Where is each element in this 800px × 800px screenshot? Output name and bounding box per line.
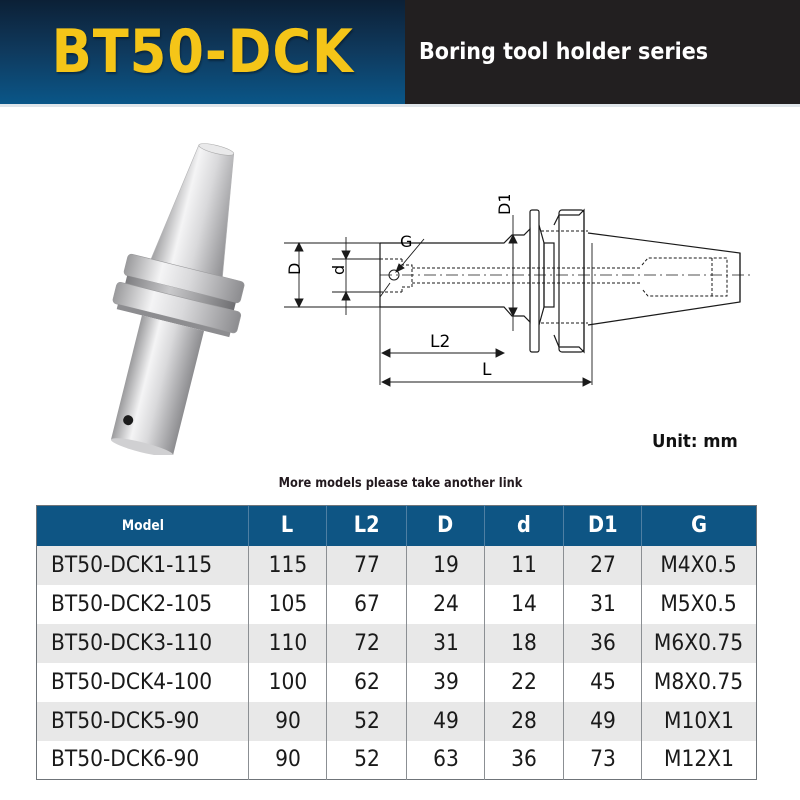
dimension-label-G: G [400,232,412,251]
tool-holder-render-image [110,143,245,455]
cell-L2: 62 [326,662,407,702]
cell-L2: 67 [326,584,407,624]
cell-D1: 49 [563,701,642,741]
cell-L: 115 [248,545,327,585]
cell-G: M10X1 [641,701,757,741]
table-header-row: Model L L2 D d D1 G [36,505,757,546]
table-row: BT50-DCK2-105 105 67 24 14 31 M5X0.5 [36,584,757,624]
column-header-L: L [248,505,327,546]
banner-divider [0,104,800,107]
dimension-label-D: D [285,263,304,275]
cell-D1: 36 [563,623,642,663]
cell-D1: 27 [563,545,642,585]
cell-L: 90 [248,701,327,741]
cell-D1: 73 [563,740,642,780]
cell-D1: 31 [563,584,642,624]
table-row: BT50-DCK3-110 110 72 31 18 36 M6X0.75 [36,623,757,663]
technical-dimension-drawing: D d G L2 L D1 [284,195,750,387]
column-header-D: D [406,505,485,546]
cell-L2: 72 [326,623,407,663]
cell-model: BT50-DCK6-90 [36,740,249,780]
cell-d: 22 [484,662,564,702]
banner-title-panel: BT50-DCK [0,0,405,104]
more-models-note: More models please take another link [0,476,800,491]
table-row: BT50-DCK5-90 90 52 49 28 49 M10X1 [36,701,757,741]
table-row: BT50-DCK4-100 100 62 39 22 45 M8X0.75 [36,662,757,702]
more-models-note-text: More models please take another link [278,476,522,491]
column-header-G: G [641,505,757,546]
column-header-D1: D1 [563,505,642,546]
banner-subtitle-panel: Boring tool holder series [405,0,800,104]
cell-L: 105 [248,584,327,624]
dimension-label-L2: L2 [430,332,450,352]
cell-model: BT50-DCK3-110 [36,623,249,663]
cell-L: 110 [248,623,327,663]
column-header-model: Model [36,505,249,546]
cell-model: BT50-DCK5-90 [36,701,249,741]
cell-D1: 45 [563,662,642,702]
cell-model: BT50-DCK4-100 [36,662,249,702]
table-row: BT50-DCK6-90 90 52 63 36 73 M12X1 [36,740,757,780]
table-row: BT50-DCK1-115 115 77 19 11 27 M4X0.5 [36,545,757,585]
cell-G: M8X0.75 [641,662,757,702]
cell-D: 49 [406,701,485,741]
dimension-label-L: L [482,360,492,380]
header-banner: BT50-DCK Boring tool holder series [0,0,800,104]
cell-model: BT50-DCK2-105 [36,584,249,624]
dimension-label-D1: D1 [495,195,514,215]
cell-G: M4X0.5 [641,545,757,585]
cell-G: M5X0.5 [641,584,757,624]
cell-L2: 52 [326,740,407,780]
cell-G: M6X0.75 [641,623,757,663]
cell-L2: 52 [326,701,407,741]
product-series-subtitle: Boring tool holder series [419,39,709,65]
cell-D: 24 [406,584,485,624]
cell-model: BT50-DCK1-115 [36,545,249,585]
cell-d: 28 [484,701,564,741]
cell-d: 36 [484,740,564,780]
cell-d: 14 [484,584,564,624]
cell-G: M12X1 [641,740,757,780]
cell-D: 63 [406,740,485,780]
cell-L: 90 [248,740,327,780]
column-header-d: d [484,505,564,546]
cell-d: 18 [484,623,564,663]
dimension-label-d: d [329,265,348,275]
cell-L: 100 [248,662,327,702]
cell-d: 11 [484,545,564,585]
cell-D: 31 [406,623,485,663]
unit-label: Unit: mm [652,431,738,452]
specification-table: Model L L2 D d D1 G BT50-DCK1-115 115 77… [36,505,757,780]
cell-L2: 77 [326,545,407,585]
cell-D: 19 [406,545,485,585]
cell-D: 39 [406,662,485,702]
product-series-title: BT50-DCK [51,17,354,87]
column-header-L2: L2 [326,505,407,546]
